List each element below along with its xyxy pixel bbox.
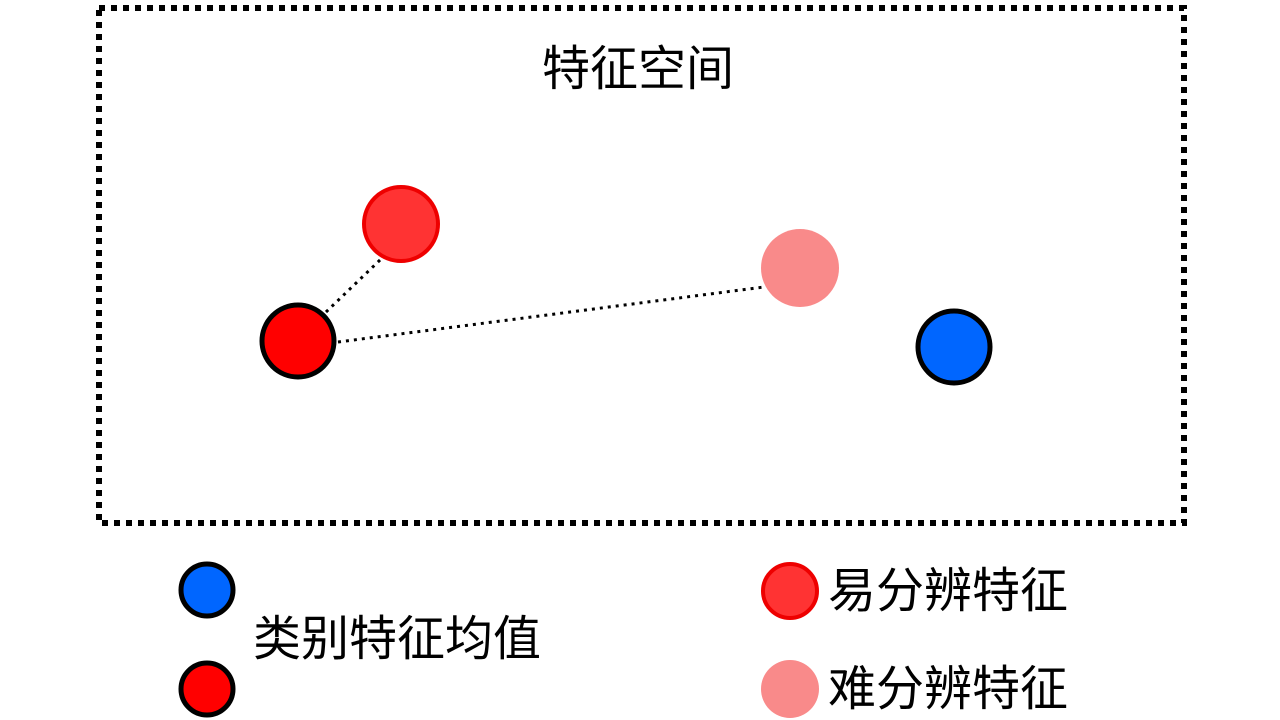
legend-blue-mean-marker <box>178 561 236 619</box>
legend-easy-marker <box>761 562 819 620</box>
hard-feature-point <box>761 229 839 307</box>
distance-line-hard <box>337 285 765 344</box>
legend-easy-label: 易分辨特征 <box>828 563 1068 619</box>
legend-red-mean-marker <box>178 660 236 718</box>
legend-hard-marker <box>761 660 819 718</box>
legend-hard-label: 难分辨特征 <box>828 661 1068 717</box>
easy-feature-point <box>362 185 440 263</box>
feature-space-title: 特征空间 <box>542 41 734 97</box>
blue-class-mean <box>915 308 993 386</box>
distance-line-easy <box>324 258 382 314</box>
feature-space-boundary <box>96 5 1187 526</box>
legend-class-mean-label: 类别特征均值 <box>253 611 541 667</box>
red-class-mean <box>259 302 337 380</box>
